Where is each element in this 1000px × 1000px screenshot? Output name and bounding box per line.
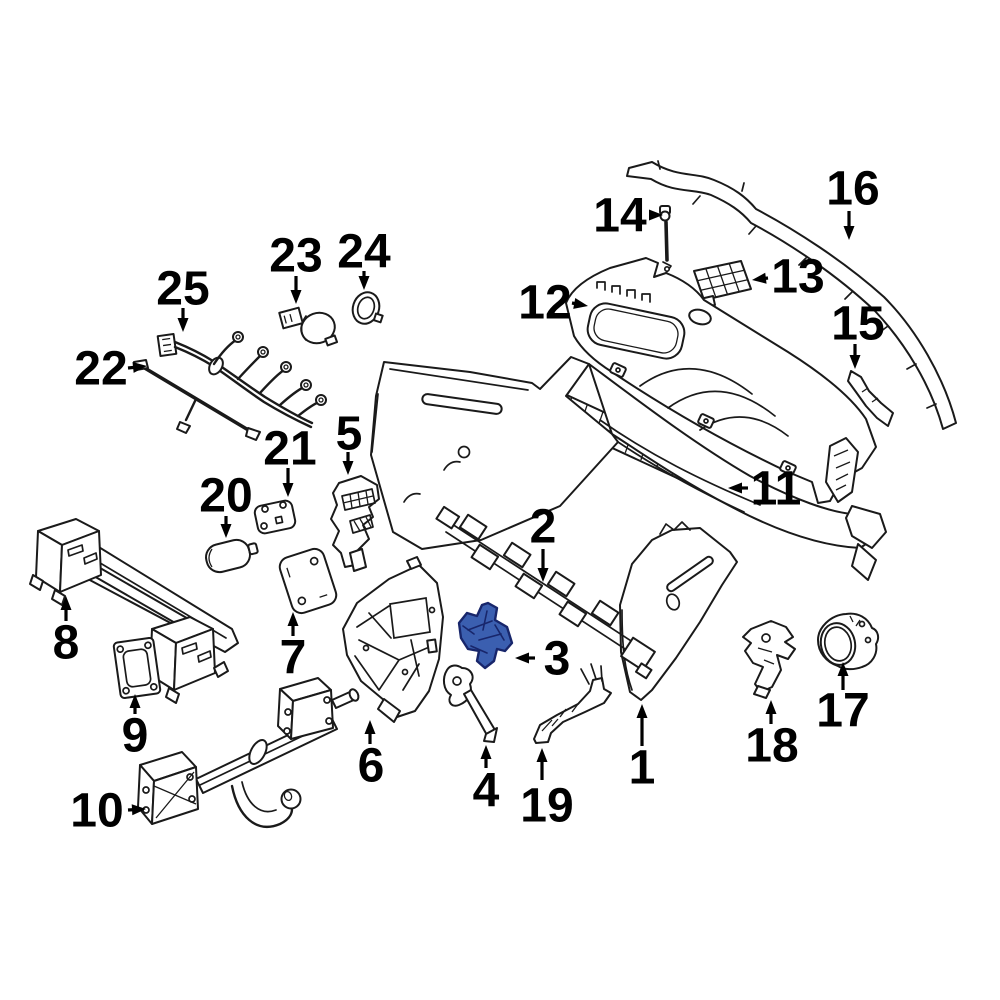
part-arrow-head-5 <box>342 461 354 475</box>
part-arrow-head-17 <box>837 662 849 676</box>
part-arrow-head-1 <box>636 704 648 718</box>
part-label-25: 25 <box>156 263 209 316</box>
part-3-highlighted-bracket <box>457 601 514 670</box>
part-arrow-head-20 <box>220 524 232 538</box>
part-label-5: 5 <box>336 408 363 461</box>
part-17-exhaust-tip <box>817 612 880 671</box>
part-label-10: 10 <box>70 785 123 838</box>
part-label-6: 6 <box>358 740 385 793</box>
part-18-tip-bracket <box>742 620 796 699</box>
part-arrow-head-6 <box>364 720 376 734</box>
part-2-energy-absorber <box>435 505 656 680</box>
part-label-23: 23 <box>269 230 322 283</box>
part-label-2: 2 <box>530 501 557 554</box>
part-12-diffuser <box>565 257 877 504</box>
part-arrow-head-19 <box>536 748 548 762</box>
bumper-cover-upper-panel <box>370 356 887 581</box>
part-arrow-head-24 <box>358 276 370 290</box>
part-21-small-plate <box>253 499 297 535</box>
part-label-9: 9 <box>122 710 149 763</box>
part-label-15: 15 <box>831 298 884 351</box>
part-label-13: 13 <box>771 251 824 304</box>
part-5-side-bracket <box>330 475 380 572</box>
part-label-16: 16 <box>826 163 879 216</box>
part-label-12: 12 <box>518 277 571 330</box>
part-arrow-head-8 <box>60 596 72 610</box>
part-arrow-head-11 <box>728 482 742 494</box>
part-arrow-head-14 <box>649 209 663 221</box>
part-label-18: 18 <box>745 720 798 773</box>
part-19-lower-rail <box>533 663 612 744</box>
part-arrow-head-12 <box>573 298 588 309</box>
part-6-mount-panel <box>342 556 444 723</box>
part-arrow-head-4 <box>480 745 492 759</box>
part-label-17: 17 <box>816 685 869 738</box>
part-label-4: 4 <box>473 765 500 818</box>
part-arrow-head-16 <box>843 226 855 240</box>
part-25-sensor-harness <box>156 331 327 429</box>
part-arrow-head-7 <box>287 612 299 626</box>
part-arrow-head-10 <box>131 804 146 816</box>
part-arrow-head-3 <box>515 652 529 664</box>
part-label-11: 11 <box>751 463 802 516</box>
part-arrow-head-2 <box>537 568 549 582</box>
part-arrow-head-9 <box>129 694 141 708</box>
part-15-side-strip <box>847 370 894 427</box>
part-arrow-head-15 <box>849 355 861 369</box>
part-7-mount-plate <box>278 547 338 615</box>
part-9-gasket-plate <box>112 637 162 699</box>
part-label-19: 19 <box>520 780 573 833</box>
part-24-sensor-ring <box>351 291 384 325</box>
part-23-parking-sensor <box>278 306 339 347</box>
part-label-3: 3 <box>544 633 571 686</box>
part-label-14: 14 <box>593 190 647 243</box>
part-label-1: 1 <box>629 742 656 795</box>
part-22-wire <box>133 359 261 441</box>
part-10-trailer-hitch <box>137 677 360 828</box>
part-label-24: 24 <box>337 226 391 279</box>
part-arrow-head-25 <box>177 318 189 332</box>
part-arrow-head-18 <box>765 700 777 714</box>
part-label-20: 20 <box>199 470 252 523</box>
part-8-impact-bar <box>29 518 239 704</box>
part-label-8: 8 <box>53 617 80 670</box>
part-4-hook-bracket <box>442 664 498 743</box>
part-3-body <box>457 601 514 670</box>
part-arrow-head-23 <box>290 290 302 304</box>
part-20-tow-eye-cover <box>205 538 259 574</box>
part-arrow-head-22 <box>132 361 147 373</box>
part-arrow-head-21 <box>282 483 294 497</box>
part-label-7: 7 <box>280 632 307 685</box>
part-16-upper-trim-strip <box>626 160 957 430</box>
part-label-22: 22 <box>74 343 127 396</box>
part-label-21: 21 <box>263 423 316 476</box>
part-14-rod <box>659 205 672 274</box>
part-arrow-head-13 <box>752 272 767 284</box>
